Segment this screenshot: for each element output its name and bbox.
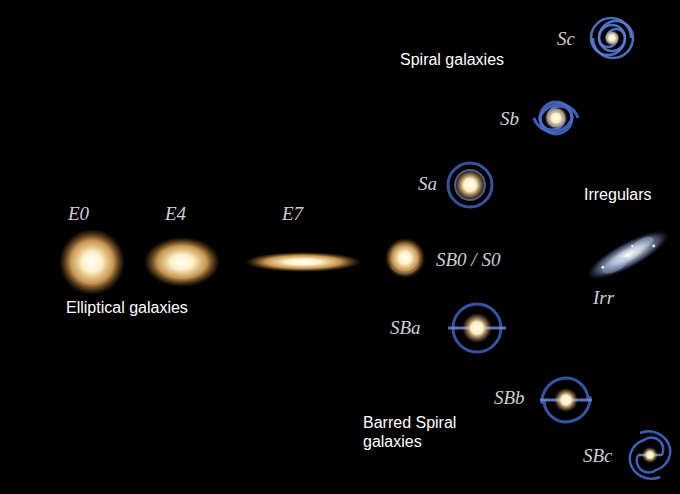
class-label: SBb xyxy=(494,387,525,410)
spiral-galaxy xyxy=(591,18,633,58)
class-label: SB0 / S0 xyxy=(436,249,500,272)
class-label: E0 xyxy=(68,203,89,226)
group-title: Elliptical galaxies xyxy=(66,298,188,317)
class-label: E7 xyxy=(282,203,303,226)
elliptical-galaxy xyxy=(59,229,125,295)
elliptical-galaxy xyxy=(144,237,220,287)
group-title: Irregulars xyxy=(584,185,652,204)
class-label: SBc xyxy=(583,445,613,468)
class-label: Irr xyxy=(593,287,614,310)
group-title: Spiral galaxies xyxy=(400,50,504,69)
spiral-galaxy xyxy=(534,102,578,134)
spiral-galaxy xyxy=(448,163,492,207)
class-label: SBa xyxy=(390,317,421,340)
irregular-galaxy xyxy=(581,222,674,288)
barred-spiral-galaxy xyxy=(448,304,506,352)
barred-spiral-galaxy xyxy=(630,431,670,479)
group-title: Barred Spiral galaxies xyxy=(363,413,483,451)
elliptical-galaxy xyxy=(245,252,361,272)
class-label: Sa xyxy=(418,173,437,196)
class-label: E4 xyxy=(165,203,186,226)
lenticular-galaxy xyxy=(385,238,425,278)
class-label: Sb xyxy=(500,108,519,131)
barred-spiral-galaxy xyxy=(540,378,592,422)
class-label: Sc xyxy=(557,28,575,51)
